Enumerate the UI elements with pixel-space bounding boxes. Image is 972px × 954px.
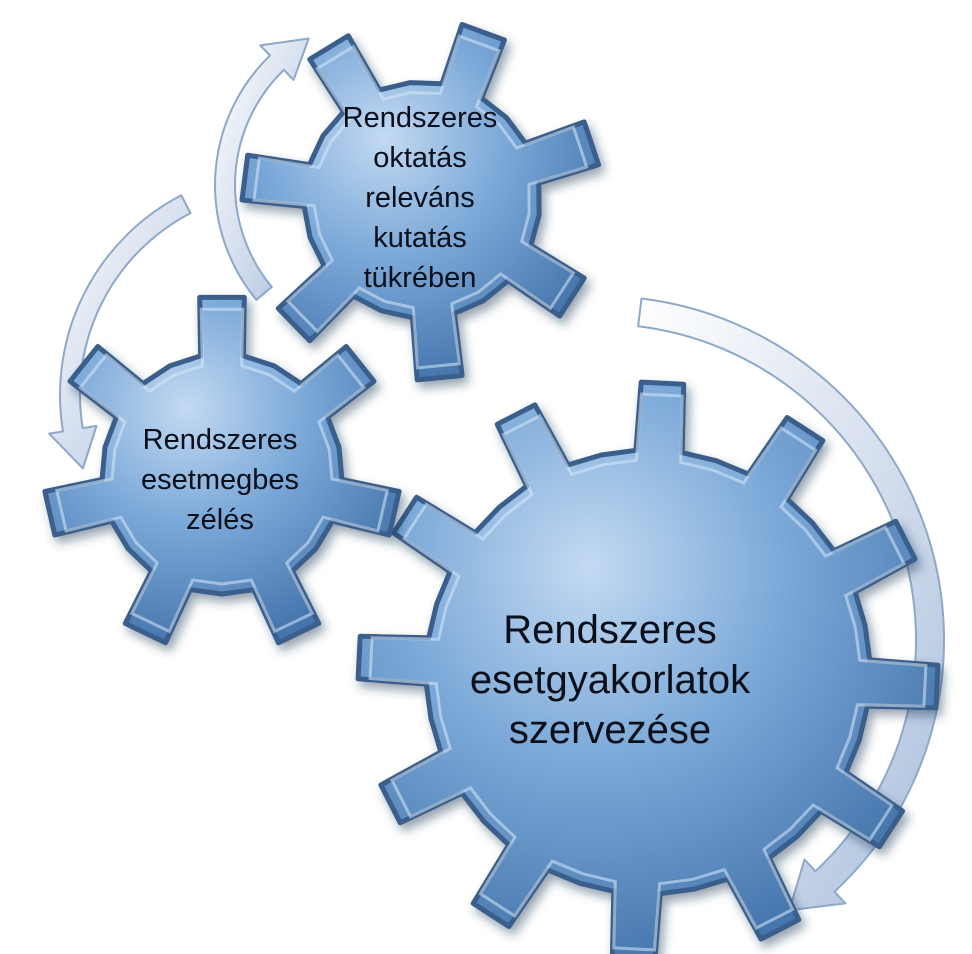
gear-bevel-large [368, 392, 928, 952]
arrow-top [214, 37, 310, 301]
gear-large [355, 379, 941, 954]
gear-bevel-top [252, 34, 589, 370]
gear-top [239, 22, 601, 383]
gear-bevel-left [54, 307, 390, 634]
arrow-right-large [637, 297, 945, 912]
arrow-left [48, 194, 192, 470]
gear-left [42, 294, 402, 646]
